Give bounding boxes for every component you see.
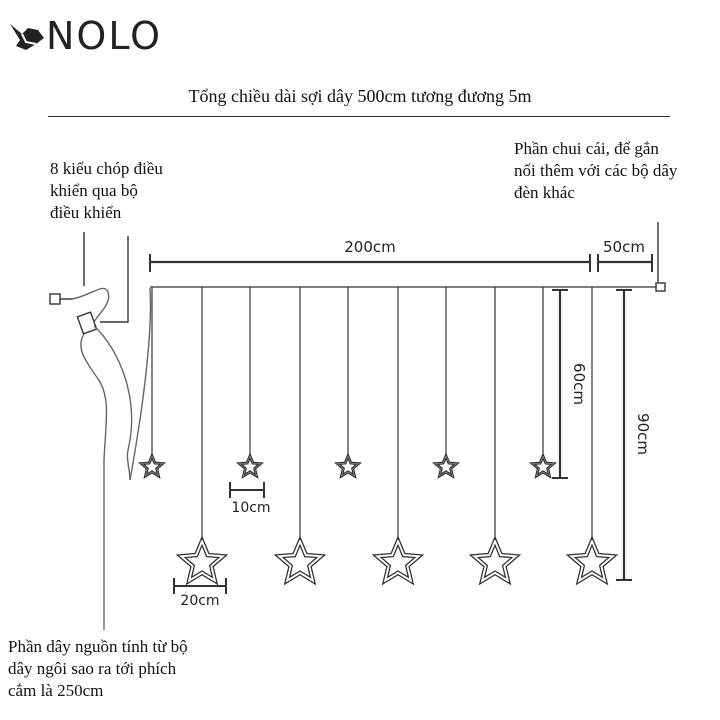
label-90cm: 90cm <box>634 413 652 455</box>
plug-icon <box>49 293 61 305</box>
small-star-icon <box>235 452 265 479</box>
headline-rule <box>48 116 670 117</box>
large-star-icon <box>175 535 229 586</box>
end-connector-icon <box>655 282 666 292</box>
headline: Tổng chiều dài sợi dây 500cm tương đương… <box>188 86 532 106</box>
power-cord-note-line: Phần dây nguồn tính từ bộ <box>8 637 188 656</box>
controller-leader-line <box>100 236 129 323</box>
controller-box-icon <box>76 311 98 335</box>
label-200cm: 200cm <box>344 238 396 256</box>
power-cord-note-line: cắm là 250cm <box>8 681 104 700</box>
label-10cm: 10cm <box>231 500 270 516</box>
power-cord <box>93 325 133 481</box>
small-star-icon <box>333 452 363 479</box>
large-star-icon <box>273 535 327 586</box>
fox-logo-icon <box>10 24 44 50</box>
controller-note: 8 kiểu chóp điều khiển qua bộ điều khiển <box>50 158 163 224</box>
power-cord <box>129 287 152 481</box>
label-50cm: 50cm <box>603 238 645 256</box>
small-star-icon <box>431 452 461 479</box>
power-cord <box>71 287 110 323</box>
large-star-icon <box>565 535 619 586</box>
large-star-icon <box>468 535 522 586</box>
large-star-icon <box>371 535 425 586</box>
small-star-icon <box>528 452 558 479</box>
brand-name: NOLO <box>46 14 163 58</box>
power-cord-note: Phần dây nguồn tính từ bộ dây ngôi sao r… <box>8 636 188 702</box>
small-star-icon <box>137 452 167 479</box>
controller-note-line: 8 kiểu chóp điều <box>50 159 163 178</box>
label-60cm: 60cm <box>570 363 588 405</box>
connector-note-line: đèn khác <box>514 183 575 202</box>
connector-note: Phần chui cái, để gắn nối thêm với các b… <box>514 138 677 204</box>
power-cord-note-line: dây ngôi sao ra tới phích <box>8 659 177 678</box>
power-cord <box>80 333 108 630</box>
label-20cm: 20cm <box>180 593 219 609</box>
connector-note-line: Phần chui cái, để gắn <box>514 139 659 158</box>
controller-note-line: khiển qua bộ <box>50 181 138 200</box>
controller-note-line: điều khiển <box>50 203 122 222</box>
connector-note-line: nối thêm với các bộ dây <box>514 161 678 180</box>
